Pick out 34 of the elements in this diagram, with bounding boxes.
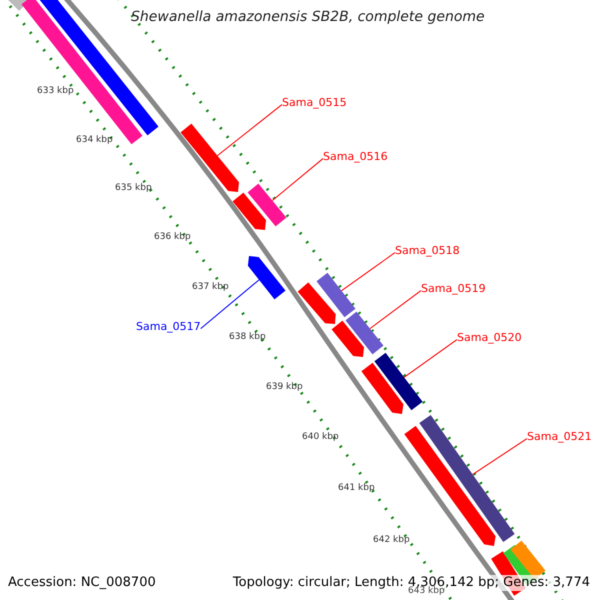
gene-bar	[316, 272, 356, 318]
leader-line	[341, 252, 396, 292]
gene-label: Sama_0521	[527, 430, 592, 444]
leader-line	[272, 158, 324, 202]
gene-bar	[248, 184, 286, 226]
gene-label: Sama_0516	[323, 150, 388, 164]
tick-label: 643 kbp	[408, 586, 445, 597]
tick-label: 638 kbp	[229, 332, 266, 343]
tick-label: 640 kbp	[302, 432, 339, 443]
leader-line	[200, 279, 260, 330]
tick-label: 639 kbp	[266, 382, 303, 393]
tick-label: 636 kbp	[154, 232, 191, 243]
gene-label: Sama_0517	[136, 320, 201, 334]
gene-label: Sama_0520	[457, 331, 522, 344]
footer-text: Accession: NC_008700	[8, 575, 156, 591]
leader-line	[369, 290, 422, 330]
tick-label: 634 kbp	[76, 135, 113, 146]
leader-line	[404, 339, 458, 378]
gene-label: Sama_0515	[282, 96, 347, 110]
title: Shewanella amazonensis SB2B, complete genome	[131, 9, 485, 26]
gene-segment	[180, 124, 239, 192]
tick-label: 642 kbp	[373, 535, 410, 546]
tick-label: 635 kbp	[115, 183, 152, 194]
gene-bar	[374, 352, 423, 410]
gene-bar	[346, 312, 384, 354]
tick-label: 633 kbp	[37, 86, 74, 97]
gene-bar	[419, 415, 515, 542]
gene-label: Sama_0519	[421, 282, 486, 296]
gene-segment	[248, 256, 286, 300]
leader-line	[472, 438, 528, 475]
tick-label: 637 kbp	[192, 282, 229, 293]
leader-line	[216, 104, 282, 156]
gene-label: Sama_0518	[395, 244, 460, 258]
tick-label: 641 kbp	[338, 483, 375, 494]
